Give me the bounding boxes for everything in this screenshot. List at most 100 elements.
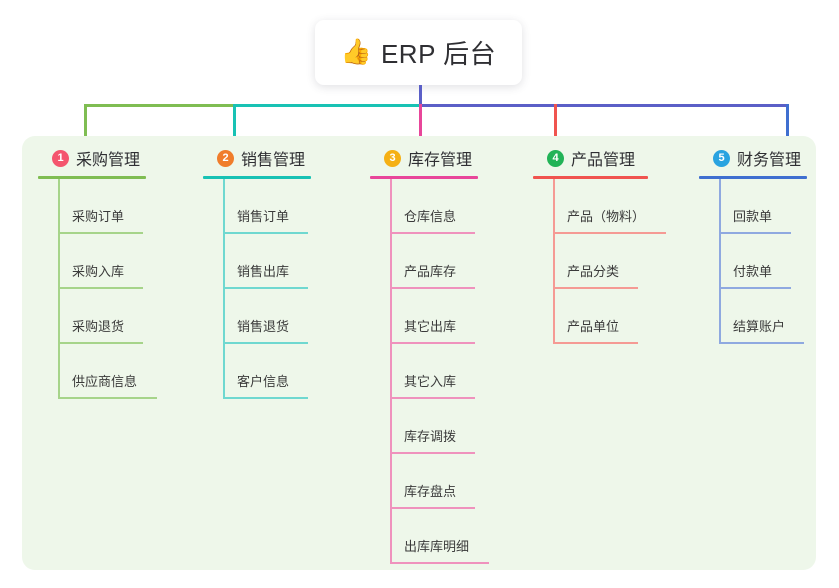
list-item[interactable]: 销售出库 [223, 234, 348, 289]
branch-header-1[interactable]: 1 采购管理 [38, 146, 183, 170]
child-label: 产品单位 [567, 319, 620, 334]
branch-column-3: 3 库存管理 仓库信息 产品库存 其它出库 其它入库 库存调拨 [370, 146, 520, 564]
child-underline [553, 342, 638, 344]
child-label: 产品（物料） [567, 209, 646, 224]
child-label: 供应商信息 [72, 374, 138, 389]
child-label: 采购入库 [72, 264, 125, 279]
child-underline [719, 232, 791, 234]
list-item[interactable]: 库存调拨 [390, 399, 520, 454]
list-item[interactable]: 产品分类 [553, 234, 693, 289]
list-item[interactable]: 采购退货 [58, 289, 183, 344]
list-item[interactable]: 仓库信息 [390, 179, 520, 234]
child-underline [223, 232, 308, 234]
list-item[interactable]: 其它出库 [390, 289, 520, 344]
branch-spine-5 [719, 179, 721, 344]
branch-children-1: 采购订单 采购入库 采购退货 供应商信息 [38, 179, 183, 399]
branch-badge-1: 1 [52, 149, 69, 167]
trunk-segment-blue [419, 104, 789, 107]
child-underline [58, 342, 143, 344]
branch-header-4[interactable]: 4 产品管理 [533, 146, 693, 170]
root-node-title: ERP 后台 [380, 39, 497, 69]
branch-title-3: 库存管理 [408, 152, 473, 169]
list-item[interactable]: 采购订单 [58, 179, 183, 234]
drop-line-4 [554, 104, 557, 146]
child-underline [58, 287, 143, 289]
child-underline [719, 287, 791, 289]
child-label: 结算账户 [733, 319, 786, 334]
branch-header-5[interactable]: 5 财务管理 [699, 146, 829, 170]
child-label: 销售订单 [237, 209, 290, 224]
branch-children-2: 销售订单 销售出库 销售退货 客户信息 [203, 179, 348, 399]
branch-underline-2 [203, 176, 311, 179]
child-underline [719, 342, 804, 344]
child-underline [553, 232, 666, 234]
branch-title-2: 销售管理 [241, 152, 306, 169]
branch-spine-2 [223, 179, 225, 399]
list-item[interactable]: 销售退货 [223, 289, 348, 344]
list-item[interactable]: 客户信息 [223, 344, 348, 399]
child-underline [223, 342, 308, 344]
branch-children-5: 回款单 付款单 结算账户 [699, 179, 829, 344]
branch-header-2[interactable]: 2 销售管理 [203, 146, 348, 170]
list-item[interactable]: 销售订单 [223, 179, 348, 234]
branch-spine-4 [553, 179, 555, 344]
branch-column-5: 5 财务管理 回款单 付款单 结算账户 [699, 146, 829, 344]
child-underline [390, 397, 475, 399]
child-underline [58, 232, 143, 234]
list-item[interactable]: 库存盘点 [390, 454, 520, 509]
branch-column-2: 2 销售管理 销售订单 销售出库 销售退货 客户信息 [203, 146, 348, 399]
list-item[interactable]: 出库库明细 [390, 509, 520, 564]
branch-title-1: 采购管理 [76, 152, 141, 169]
branch-spine-1 [58, 179, 60, 399]
child-underline [390, 232, 475, 234]
child-underline [390, 287, 475, 289]
child-label: 仓库信息 [404, 209, 457, 224]
branch-children-3: 仓库信息 产品库存 其它出库 其它入库 库存调拨 库存盘点 [370, 179, 520, 564]
thumbs-up-emoji: 👍 [340, 38, 372, 66]
branch-badge-3: 3 [384, 149, 401, 167]
branch-children-4: 产品（物料） 产品分类 产品单位 [533, 179, 693, 344]
child-label: 销售退货 [237, 319, 290, 334]
child-label: 产品库存 [404, 264, 457, 279]
branch-column-4: 4 产品管理 产品（物料） 产品分类 产品单位 [533, 146, 693, 344]
branch-spine-3 [390, 179, 392, 564]
branch-title-5: 财务管理 [737, 152, 802, 169]
branch-underline-5 [699, 176, 807, 179]
list-item[interactable]: 产品（物料） [553, 179, 693, 234]
child-underline [390, 452, 475, 454]
drop-line-2 [233, 104, 236, 146]
root-node[interactable]: 👍 ERP 后台 [315, 20, 522, 85]
child-underline [390, 507, 475, 509]
branch-badge-2: 2 [217, 149, 234, 167]
trunk-segment-green [84, 104, 234, 107]
list-item[interactable]: 采购入库 [58, 234, 183, 289]
child-label: 销售出库 [237, 264, 290, 279]
list-item[interactable]: 产品库存 [390, 234, 520, 289]
child-label: 客户信息 [237, 374, 290, 389]
branch-underline-3 [370, 176, 478, 179]
branch-badge-4: 4 [547, 149, 564, 167]
list-item[interactable]: 付款单 [719, 234, 829, 289]
list-item[interactable]: 回款单 [719, 179, 829, 234]
branch-header-3[interactable]: 3 库存管理 [370, 146, 520, 170]
branch-underline-4 [533, 176, 648, 179]
trunk-segment-teal [233, 104, 421, 107]
child-label: 采购退货 [72, 319, 125, 334]
child-underline [553, 287, 638, 289]
child-underline [58, 397, 157, 399]
branch-underline-1 [38, 176, 146, 179]
list-item[interactable]: 供应商信息 [58, 344, 183, 399]
child-label: 回款单 [733, 209, 773, 224]
child-label: 付款单 [733, 264, 773, 279]
branch-column-1: 1 采购管理 采购订单 采购入库 采购退货 供应商信息 [38, 146, 183, 399]
list-item[interactable]: 其它入库 [390, 344, 520, 399]
child-label: 其它入库 [404, 374, 457, 389]
child-label: 库存盘点 [404, 484, 457, 499]
list-item[interactable]: 结算账户 [719, 289, 829, 344]
drop-line-5 [786, 104, 789, 146]
child-label: 库存调拨 [404, 429, 457, 444]
child-label: 其它出库 [404, 319, 457, 334]
list-item[interactable]: 产品单位 [553, 289, 693, 344]
root-stem-line [419, 85, 422, 106]
